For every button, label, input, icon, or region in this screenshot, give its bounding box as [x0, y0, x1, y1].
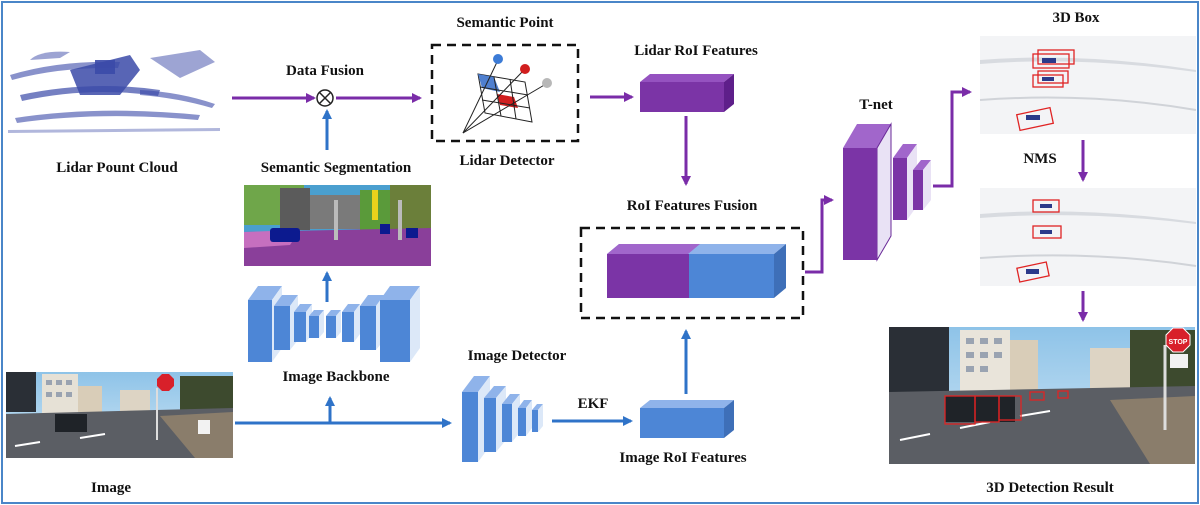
image-roi-features-block [640, 400, 734, 438]
3d-box-image [979, 36, 1197, 134]
tnet-to-3dbox-arrow [933, 87, 972, 188]
lidar-point-cloud-image [6, 38, 228, 138]
fusion-to-tnet-arrow [805, 195, 834, 274]
ekf-label: EKF [577, 396, 609, 412]
image-detector-label: Image Detector [467, 348, 567, 364]
tnet-label: T-net [859, 97, 893, 113]
image-backbone-label: Image Backbone [282, 369, 390, 385]
lidar-roi-features-label: Lidar RoI Features [634, 43, 758, 59]
nms-label: NMS [1023, 151, 1057, 167]
semantic-segmentation-label: Semantic Segmentation [260, 160, 412, 176]
detection-result-image: STOP [889, 327, 1195, 464]
lidar-detector-label: Lidar Detector [459, 153, 555, 169]
image-detector-block [462, 376, 543, 462]
semantic-point-label: Semantic Point [456, 15, 554, 31]
fused-roi-block [607, 244, 786, 298]
input-street-image [6, 372, 233, 458]
roi-features-fusion-label: RoI Features Fusion [626, 198, 758, 214]
image-roi-features-label: Image RoI Features [619, 450, 747, 466]
semantic-segmentation-image [244, 185, 431, 266]
3d-detection-result-label: 3D Detection Result [986, 480, 1114, 496]
image-backbone-block [248, 286, 420, 362]
3d-box-label: 3D Box [1052, 10, 1100, 26]
fusion-cross-icon [318, 91, 332, 105]
lidar-point-cloud-label: Lidar Pount Cloud [56, 160, 178, 176]
semantic-point-grid-icon [462, 54, 552, 134]
nms-result-image [979, 188, 1197, 286]
data-fusion-label: Data Fusion [286, 63, 364, 79]
stop-sign-text: STOP [1169, 339, 1188, 346]
tnet-block [843, 122, 931, 262]
image-label: Image [91, 480, 131, 496]
lidar-roi-features-block [640, 74, 734, 112]
